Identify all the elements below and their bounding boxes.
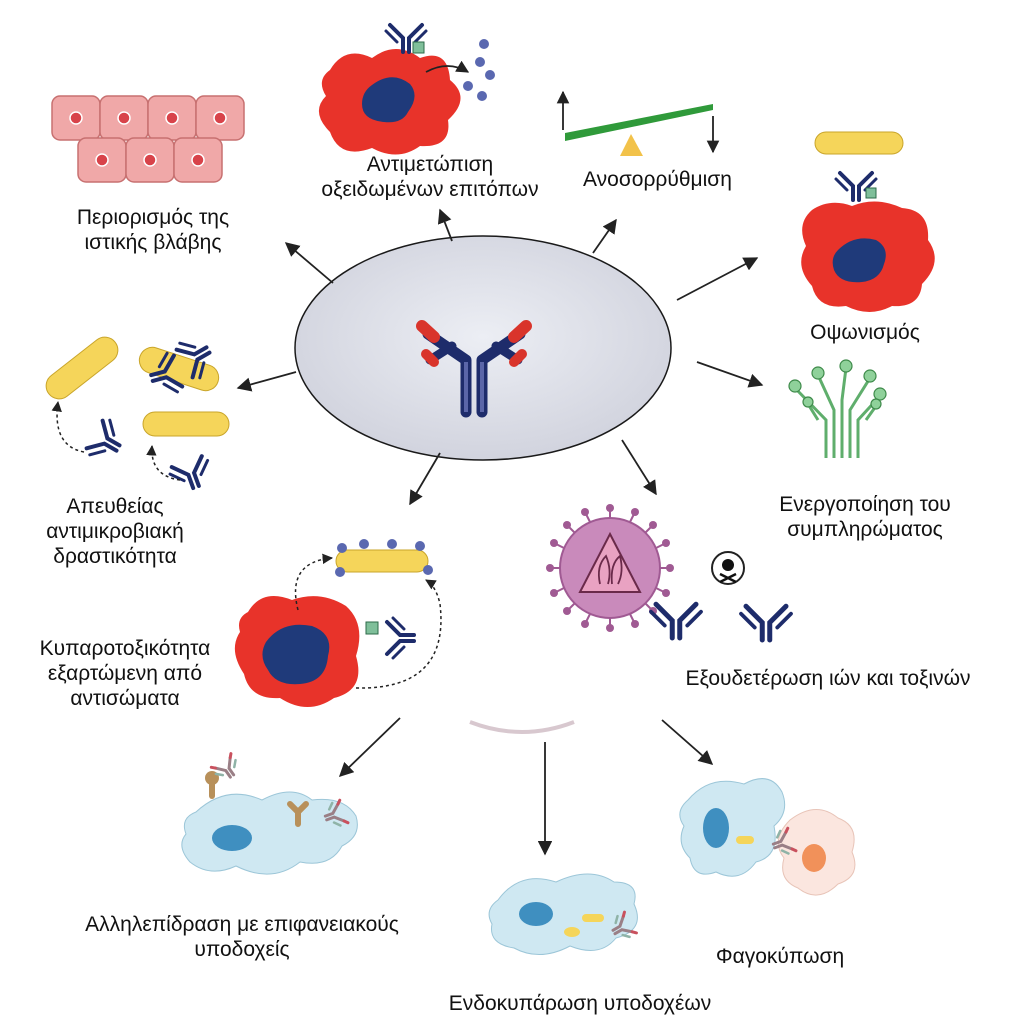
central-antibody-icon <box>416 320 532 418</box>
label-endocytosis-text: Ενδοκυπάρωση υποδοχέων <box>448 992 712 1015</box>
arrow-phagocytosis <box>661 719 714 765</box>
label-adcc: Κυπαροτοξικότητα εξαρτώμενη από αντισώμα… <box>20 636 230 711</box>
label-antimicrobial-line2: αντιμικροβιακή <box>46 520 184 543</box>
label-adcc-line3: αντισώματα <box>70 687 180 710</box>
arrow-immunoregulation <box>592 218 617 254</box>
label-complement: Ενεργοποίηση του συμπληρώματος <box>750 492 980 542</box>
label-antimicrobial: Απευθείας αντιμικροβιακή δραστικότητα <box>20 494 210 569</box>
label-phagocytosis: Φαγοκύπωση <box>680 944 880 969</box>
label-complement-line2: συμπληρώματος <box>787 518 943 541</box>
label-oxidized-epitopes-line1: Αντιμετώπιση <box>366 153 494 176</box>
virus-toxin-icon <box>546 504 791 640</box>
label-immunoregulation: Ανοσορρύθμιση <box>555 167 760 192</box>
label-adcc-line2: εξαρτώμενη από <box>47 662 203 685</box>
adcc-icon <box>234 539 442 707</box>
label-neutralization-text: Εξουδετέρωση ιών και τοξινών <box>685 667 971 690</box>
macrophage-oxidized-icon <box>318 23 495 155</box>
label-opsonization-text: Οψωνισμός <box>810 321 920 344</box>
label-tissue-damage-line2: ιστικής βλάβης <box>84 231 222 254</box>
complement-icon <box>788 359 887 458</box>
arrow-oxidized-epitopes <box>437 208 453 242</box>
seesaw-icon <box>556 90 720 156</box>
endocytosis-cell-icon <box>488 873 638 955</box>
label-antimicrobial-line3: δραστικότητα <box>53 545 177 568</box>
arrow-tissue-damage <box>284 242 334 284</box>
label-complement-line1: Ενεργοποίηση του <box>779 493 951 516</box>
label-tissue-damage-line1: Περιορισμός της <box>76 206 230 229</box>
epithelial-cells-icon <box>51 95 245 183</box>
label-adcc-line1: Κυπαροτοξικότητα <box>39 637 211 660</box>
label-surface-receptors: Αλληλεπίδραση με επιφανειακούς υποδοχείς <box>22 912 462 962</box>
arrow-surface-receptors <box>338 717 401 778</box>
arrow-adcc <box>409 452 441 506</box>
arrow-opsonization <box>676 257 759 301</box>
label-surface-receptors-line2: υποδοχείς <box>194 938 290 961</box>
label-oxidized-epitopes: Αντιμετώπιση οξειδωμένων επιτόπων <box>300 152 560 202</box>
label-tissue-damage: Περιορισμός της ιστικής βλάβης <box>38 205 268 255</box>
faint-arc <box>469 720 575 734</box>
label-immunoregulation-text: Ανοσορρύθμιση <box>583 168 732 191</box>
arrow-complement <box>696 361 764 388</box>
label-opsonization: Οψωνισμός <box>770 320 960 345</box>
label-oxidized-epitopes-line2: οξειδωμένων επιτόπων <box>321 178 539 201</box>
label-phagocytosis-text: Φαγοκύπωση <box>715 945 845 968</box>
arrows <box>236 208 764 856</box>
antimicrobial-icon <box>45 330 230 496</box>
surface-receptor-cell-icon <box>181 752 358 875</box>
arrow-neutralization <box>621 439 657 496</box>
phagocytosis-cells-icon <box>679 778 856 896</box>
label-surface-receptors-line1: Αλληλεπίδραση με επιφανειακούς <box>85 913 399 936</box>
central-antibody-panel <box>294 235 672 461</box>
label-endocytosis: Ενδοκυπάρωση υποδοχέων <box>380 991 780 1016</box>
label-neutralization: Εξουδετέρωση ιών και τοξινών <box>632 666 1024 691</box>
label-antimicrobial-line1: Απευθείας <box>66 495 164 518</box>
arrow-antimicrobial <box>236 371 297 392</box>
opsonization-cell-icon <box>801 131 935 312</box>
